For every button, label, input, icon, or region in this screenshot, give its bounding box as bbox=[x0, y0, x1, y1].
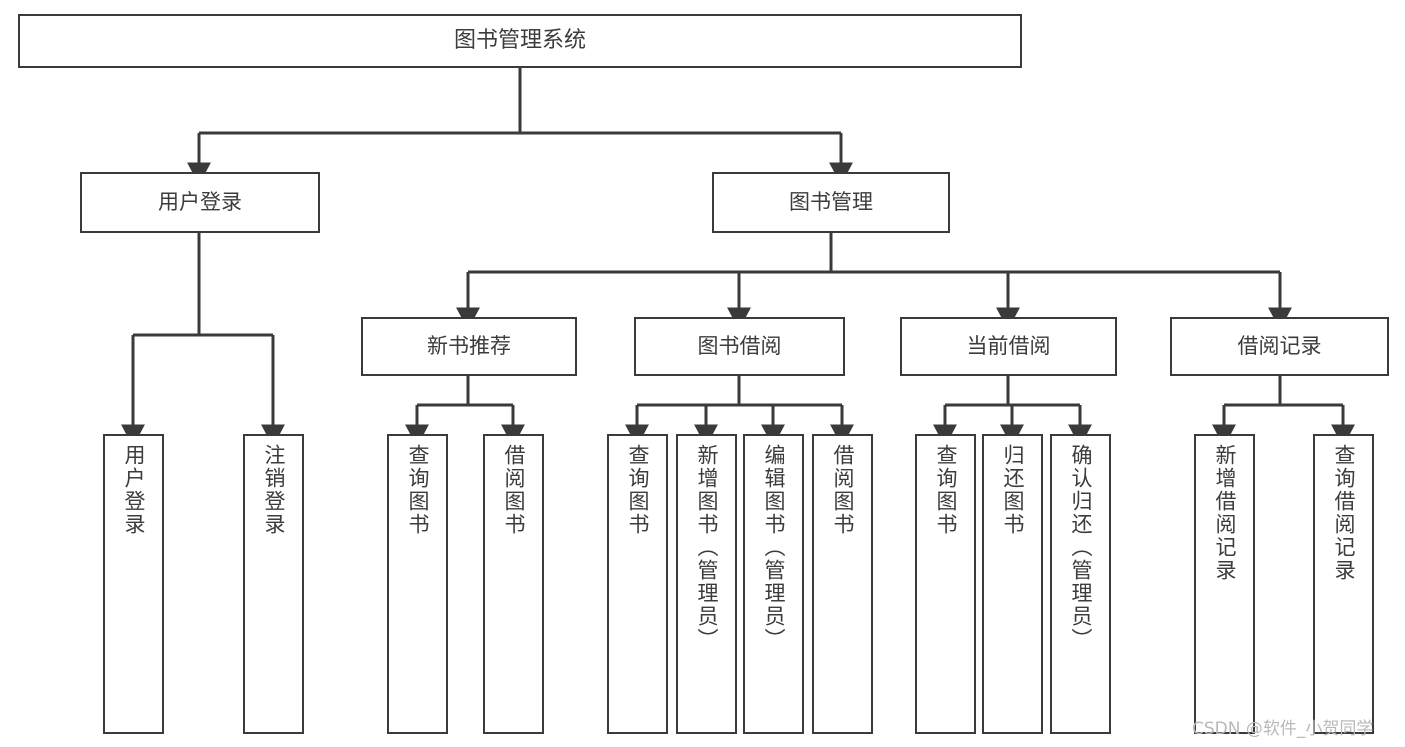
node-book-borrow[interactable]: 图书借阅 bbox=[634, 317, 845, 376]
leaf-add-book-admin[interactable]: 新增图书（管理员） bbox=[676, 434, 737, 734]
node-label: 新增借阅记录 bbox=[1213, 444, 1237, 582]
node-current-borrow[interactable]: 当前借阅 bbox=[900, 317, 1117, 376]
leaf-query-book-borrow[interactable]: 查询图书 bbox=[607, 434, 668, 734]
leaf-return-book[interactable]: 归还图书 bbox=[982, 434, 1043, 734]
csdn-watermark: CSDN @软件_小贺同学 bbox=[1192, 719, 1374, 739]
leaf-borrow-book-recommend[interactable]: 借阅图书 bbox=[483, 434, 544, 734]
node-label: 图书借阅 bbox=[697, 334, 782, 359]
leaf-query-book-recommend[interactable]: 查询图书 bbox=[387, 434, 448, 734]
leaf-confirm-return-admin[interactable]: 确认归还（管理员） bbox=[1050, 434, 1111, 734]
leaf-user-login[interactable]: 用户登录 bbox=[103, 434, 164, 734]
leaf-add-borrow-record[interactable]: 新增借阅记录 bbox=[1194, 434, 1255, 734]
node-user-login[interactable]: 用户登录 bbox=[80, 172, 320, 233]
node-label: 查询图书 bbox=[934, 444, 958, 536]
leaf-query-book-current[interactable]: 查询图书 bbox=[915, 434, 976, 734]
node-borrow-record[interactable]: 借阅记录 bbox=[1170, 317, 1389, 376]
node-label: 用户登录 bbox=[122, 444, 146, 536]
node-label: 查询图书 bbox=[406, 444, 430, 536]
node-label: 编辑图书（管理员） bbox=[762, 444, 786, 651]
node-label: 借阅图书 bbox=[831, 444, 855, 536]
leaf-edit-book-admin[interactable]: 编辑图书（管理员） bbox=[743, 434, 804, 734]
leaf-borrow-book[interactable]: 借阅图书 bbox=[812, 434, 873, 734]
node-book-management[interactable]: 图书管理 bbox=[712, 172, 950, 233]
node-label: 归还图书 bbox=[1001, 444, 1025, 536]
leaf-logout-login[interactable]: 注销登录 bbox=[243, 434, 304, 734]
node-root-book-management-system[interactable]: 图书管理系统 bbox=[18, 14, 1022, 68]
node-label: 新书推荐 bbox=[427, 334, 511, 359]
node-label: 用户登录 bbox=[158, 190, 242, 215]
node-label: 图书管理 bbox=[789, 190, 873, 215]
node-label: 新增图书（管理员） bbox=[695, 444, 719, 651]
node-label: 查询借阅记录 bbox=[1332, 444, 1356, 582]
node-new-book-recommend[interactable]: 新书推荐 bbox=[361, 317, 577, 376]
node-label: 借阅记录 bbox=[1237, 334, 1322, 359]
node-label: 图书管理系统 bbox=[453, 28, 586, 54]
node-label: 注销登录 bbox=[262, 444, 286, 536]
node-label: 借阅图书 bbox=[502, 444, 526, 536]
node-label: 查询图书 bbox=[626, 444, 650, 536]
node-label: 确认归还（管理员） bbox=[1069, 444, 1093, 651]
leaf-query-borrow-record[interactable]: 查询借阅记录 bbox=[1313, 434, 1374, 734]
node-label: 当前借阅 bbox=[966, 334, 1051, 359]
